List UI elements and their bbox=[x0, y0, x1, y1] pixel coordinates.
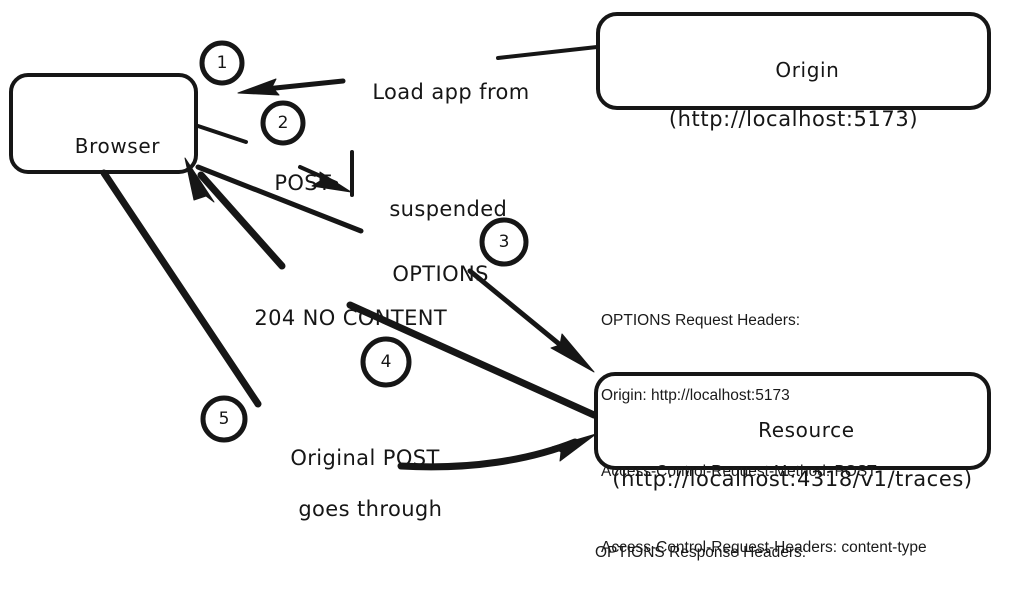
note-options-response-headers: OPTIONS Response Headers: Access-Control… bbox=[595, 489, 941, 592]
step-number-1-text: 1 bbox=[216, 53, 228, 73]
node-sublabel-resource-text: (http://localhost:4318/v1/traces) bbox=[612, 467, 973, 492]
note-options-request-headers: OPTIONS Request Headers: Origin: http://… bbox=[601, 257, 927, 592]
edge-3-arrow-head bbox=[550, 333, 595, 373]
edge-1-arrow-head bbox=[237, 78, 280, 96]
edge-label-options-text: OPTIONS bbox=[392, 261, 489, 286]
edge-label-load-app-from: Load app from bbox=[344, 54, 530, 131]
edge-label-post-text: POST bbox=[274, 170, 332, 195]
edge-4-line-lower bbox=[346, 301, 598, 419]
edge-2-arrow-head bbox=[311, 171, 352, 193]
annotation-suspended: suspended bbox=[361, 171, 507, 248]
step-circle-1[interactable] bbox=[199, 40, 245, 86]
edge-3-line-lower bbox=[467, 268, 578, 360]
edge-label-options: OPTIONS bbox=[364, 236, 489, 313]
edge-2-line-start bbox=[196, 124, 248, 144]
edge-label-original-post-line2: goes through bbox=[298, 496, 443, 521]
step-circle-3[interactable] bbox=[479, 217, 529, 267]
note-request-line-2: Access-Control-Request-Method: POST bbox=[601, 463, 877, 480]
step-number-2-text: 2 bbox=[277, 113, 289, 133]
node-label-browser: Browser bbox=[11, 110, 196, 183]
edge-5-line-upper bbox=[100, 169, 262, 408]
step-circle-5[interactable] bbox=[200, 395, 248, 443]
edge-label-original-post: Original POST goes through bbox=[262, 420, 442, 548]
edge-label-204-no-content: 204 NO CONTENT bbox=[226, 280, 447, 357]
edge-4-arrow-head bbox=[184, 157, 215, 203]
step-circle-4[interactable] bbox=[360, 336, 412, 388]
node-box-resource[interactable] bbox=[594, 372, 991, 470]
node-box-origin[interactable] bbox=[596, 12, 991, 110]
node-label-resource: Resource (http://localhost:4318/v1/trace… bbox=[596, 394, 989, 542]
step-circle-2[interactable] bbox=[260, 100, 306, 146]
step-number-5-text: 5 bbox=[218, 409, 230, 429]
edge-3-line-upper bbox=[195, 164, 364, 234]
edge-label-load-app-from-text: Load app from bbox=[372, 79, 530, 104]
edge-label-204-no-content-text: 204 NO CONTENT bbox=[254, 305, 448, 330]
annotation-suspended-text: suspended bbox=[389, 196, 508, 221]
edge-4-line-upper bbox=[197, 171, 286, 270]
note-response-title: OPTIONS Response Headers: bbox=[595, 543, 807, 561]
note-request-line-1: Origin: http://localhost:5173 bbox=[601, 387, 790, 405]
edge-5-arrow-head bbox=[551, 433, 597, 462]
edge-label-original-post-line1: Original POST bbox=[290, 445, 440, 470]
note-request-title: OPTIONS Request Headers: bbox=[601, 311, 800, 329]
step-number-3-text: 3 bbox=[498, 232, 510, 252]
note-request-line-3: Access-Control-Request-Headers: content-… bbox=[601, 538, 927, 556]
step-number-5: 5 bbox=[204, 409, 244, 429]
node-label-resource-text: Resource bbox=[758, 418, 855, 443]
edge-1-line-right bbox=[496, 45, 599, 60]
step-number-4: 4 bbox=[366, 352, 406, 372]
node-label-browser-text: Browser bbox=[74, 134, 161, 159]
step-number-3: 3 bbox=[484, 232, 524, 252]
node-sublabel-origin-text: (http://localhost:5173) bbox=[668, 107, 919, 132]
node-label-origin: Origin (http://localhost:5173) bbox=[598, 34, 989, 182]
step-number-4-text: 4 bbox=[380, 352, 392, 372]
step-number-2: 2 bbox=[263, 113, 303, 133]
edge-label-post: POST bbox=[246, 145, 331, 222]
step-number-1: 1 bbox=[202, 53, 242, 73]
node-label-origin-text: Origin bbox=[775, 58, 840, 83]
